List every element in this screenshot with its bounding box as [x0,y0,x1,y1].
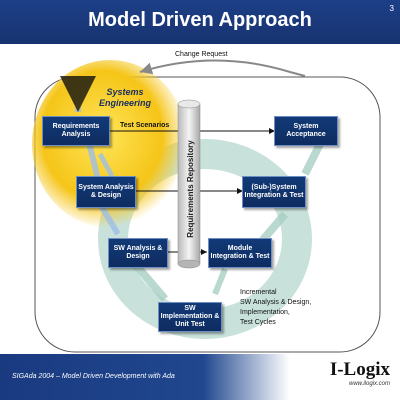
page-number: 3 [389,4,394,13]
page-title: Model Driven Approach [88,9,312,31]
requirements-analysis-box[interactable]: Requirements Analysis [42,116,110,146]
systems-engineering-label: Systems Engineering [98,87,151,108]
title-bar: Model Driven Approach 3 [0,0,400,44]
diagram: Requirements Repository Change Request S… [0,44,400,354]
footer: SIGAda 2004 – Model Driven Development w… [0,354,400,400]
module-integration-box[interactable]: Module Integration & Test [208,238,272,268]
incremental-note-line: Incremental [240,289,277,296]
sw-analysis-design-box[interactable]: SW Analysis & Design [108,238,168,268]
system-acceptance-box[interactable]: System Acceptance [274,116,338,146]
repository-label: Requirements Repository [186,140,195,238]
incremental-note-line: Implementation, [240,309,290,316]
incremental-note: Incremental SW Analysis & Design, Implem… [240,288,311,328]
ilogix-logo: I-Logix www.ilogix.com [320,359,390,388]
footer-text: SIGAda 2004 – Model Driven Development w… [12,373,175,380]
test-scenarios-label: Test Scenarios [120,122,170,129]
sub-system-integration-box[interactable]: (Sub-)System Integration & Test [242,176,306,208]
system-analysis-design-box[interactable]: System Analysis & Design [76,176,136,208]
sw-implementation-box[interactable]: SW Implementation & Unit Test [158,302,222,332]
logo-name: I-Logix [329,359,390,380]
logo-url: www.ilogix.com [348,381,390,387]
incremental-note-line: Test Cycles [240,319,276,326]
footer-bar: SIGAda 2004 – Model Driven Development w… [0,354,290,400]
incremental-note-line: SW Analysis & Design, [240,299,312,306]
change-request-label: Change Request [175,51,228,58]
